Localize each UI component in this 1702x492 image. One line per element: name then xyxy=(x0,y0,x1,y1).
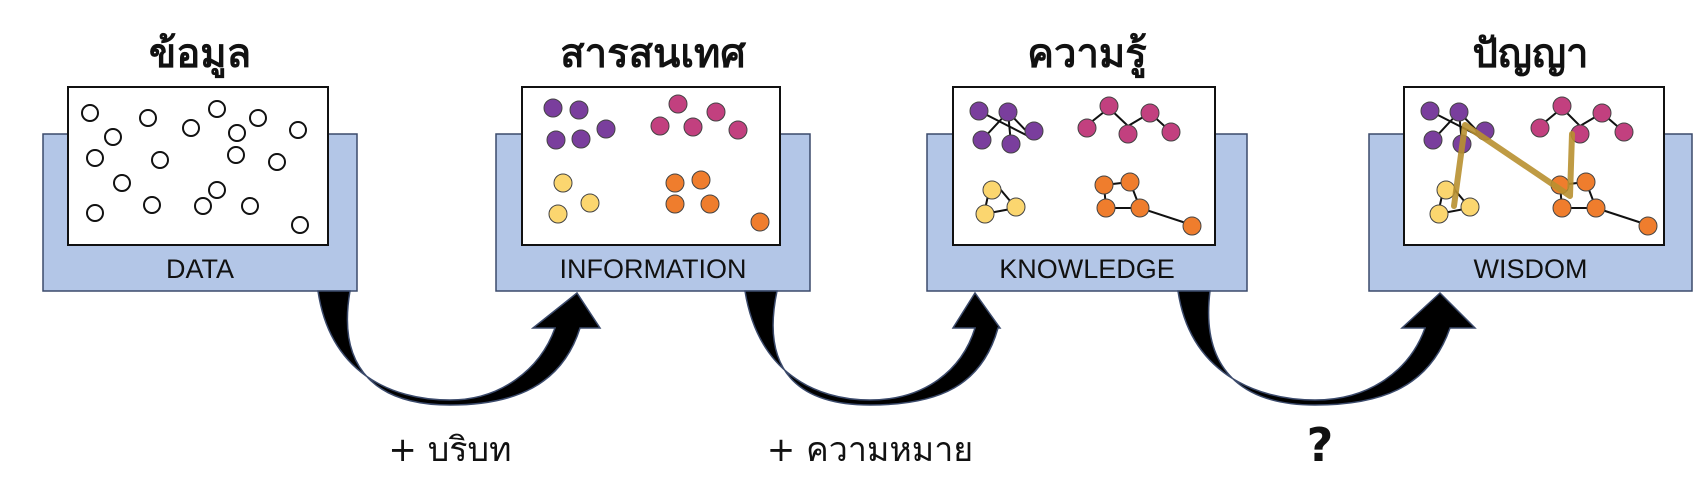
magenta-node xyxy=(1118,124,1138,144)
data-point xyxy=(268,153,286,171)
purple-node xyxy=(1001,134,1021,154)
purple-node xyxy=(969,101,989,121)
purple-node xyxy=(998,102,1018,122)
data-point xyxy=(228,124,246,142)
orange-node xyxy=(691,170,711,190)
magenta-node xyxy=(1077,118,1097,138)
yellow-node xyxy=(1429,204,1449,224)
wisdom-gold-path xyxy=(1451,122,1575,209)
box-data xyxy=(67,86,329,246)
purple-node xyxy=(546,130,566,150)
orange-node xyxy=(1576,172,1596,192)
data-point xyxy=(227,146,245,164)
yellow-node xyxy=(975,204,995,224)
data-point xyxy=(104,128,122,146)
magenta-node xyxy=(668,94,688,114)
magenta-node xyxy=(650,116,670,136)
data-point xyxy=(151,151,169,169)
stage-label-knowledge: KNOWLEDGE xyxy=(999,254,1175,284)
magenta-node xyxy=(1530,118,1550,138)
knowledge-nodes xyxy=(969,96,1202,236)
magenta-node xyxy=(728,120,748,140)
orange-node xyxy=(1182,216,1202,236)
purple-node xyxy=(1024,121,1044,141)
stage-title-knowledge: ความรู้ xyxy=(1027,31,1147,77)
data-points xyxy=(81,100,309,234)
stage-title-wisdom: ปัญญา xyxy=(1472,31,1589,77)
stage-title-data: ข้อมูล xyxy=(148,31,252,77)
box-knowledge xyxy=(952,86,1216,246)
arrow-2 xyxy=(744,290,1002,406)
data-point xyxy=(143,196,161,214)
yellow-node xyxy=(982,180,1002,200)
data-point xyxy=(86,149,104,167)
purple-node xyxy=(1449,102,1469,122)
data-point xyxy=(249,109,267,127)
data-point xyxy=(81,104,99,122)
orange-node xyxy=(1094,175,1114,195)
magenta-node xyxy=(706,102,726,122)
magenta-node xyxy=(1099,96,1119,116)
orange-node xyxy=(700,194,720,214)
transition-label-meaning: + ความหมาย xyxy=(766,430,974,470)
yellow-node xyxy=(580,193,600,213)
purple-node xyxy=(972,130,992,150)
stage-title-information: สารสนเทศ xyxy=(560,31,746,77)
purple-node xyxy=(596,119,616,139)
yellow-node xyxy=(548,204,568,224)
data-point xyxy=(139,109,157,127)
data-point xyxy=(208,100,226,118)
stage-label-wisdom: WISDOM xyxy=(1473,254,1588,284)
data-point xyxy=(289,121,307,139)
arrow-1 xyxy=(317,290,602,406)
magenta-node xyxy=(1161,122,1181,142)
orange-node xyxy=(1552,198,1572,218)
yellow-node xyxy=(1460,197,1480,217)
information-clusters xyxy=(543,94,770,232)
orange-node xyxy=(750,212,770,232)
data-point xyxy=(113,174,131,192)
purple-node xyxy=(571,129,591,149)
yellow-node xyxy=(1006,197,1026,217)
magenta-node xyxy=(1614,122,1634,142)
purple-node xyxy=(569,100,589,120)
stage-label-data: DATA xyxy=(165,254,234,284)
orange-node xyxy=(665,173,685,193)
transition-label-unknown: ? xyxy=(1306,418,1334,472)
orange-node xyxy=(1638,216,1658,236)
box-wisdom xyxy=(1403,86,1665,246)
data-point xyxy=(194,197,212,215)
magenta-node xyxy=(1592,103,1612,123)
magenta-node xyxy=(1140,103,1160,123)
orange-node xyxy=(1096,198,1116,218)
stage-label-information: INFORMATION xyxy=(559,254,747,284)
orange-node xyxy=(1120,172,1140,192)
orange-node xyxy=(1586,198,1606,218)
data-point xyxy=(291,216,309,234)
yellow-node xyxy=(553,173,573,193)
arrow-3 xyxy=(1177,290,1477,406)
purple-node xyxy=(543,98,563,118)
data-point xyxy=(182,119,200,137)
purple-node xyxy=(1423,130,1443,150)
purple-node xyxy=(1420,101,1440,121)
transition-label-context: + บริบท xyxy=(388,430,512,470)
data-point xyxy=(86,204,104,222)
data-point xyxy=(208,181,226,199)
data-point xyxy=(241,197,259,215)
magenta-node xyxy=(683,117,703,137)
magenta-node xyxy=(1552,96,1572,116)
orange-node xyxy=(665,194,685,214)
orange-node xyxy=(1130,198,1150,218)
